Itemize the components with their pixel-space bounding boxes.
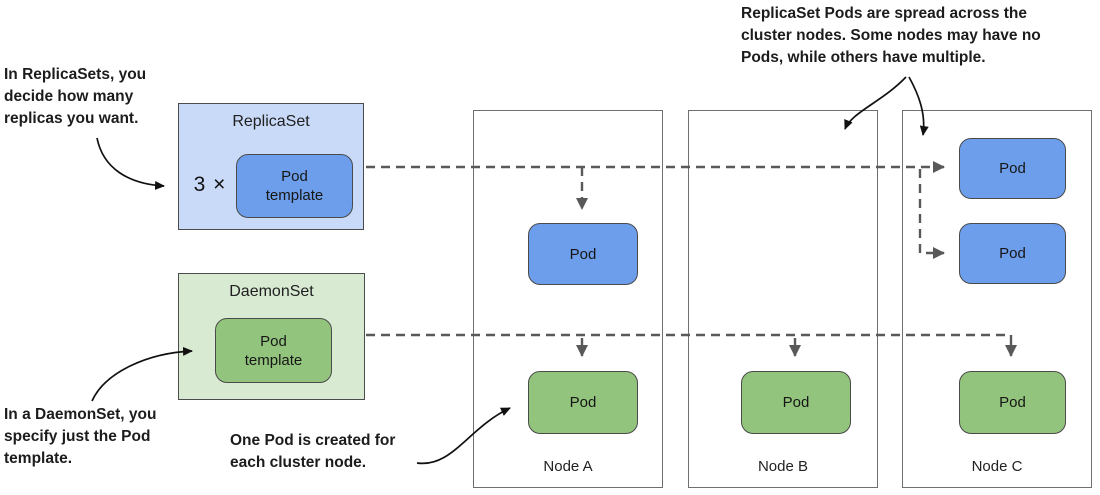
node-b: Pod Node B bbox=[688, 110, 878, 488]
daemon-pod-note: One Pod is created for each cluster node… bbox=[230, 432, 396, 471]
node-a-replica-pod: Pod bbox=[528, 223, 638, 285]
arrow-daemonset-note bbox=[91, 346, 193, 402]
node-a: Pod Pod Node A bbox=[473, 110, 663, 488]
node-c-replica-pod-1: Pod bbox=[959, 138, 1066, 199]
node-c-daemon-pod: Pod bbox=[959, 371, 1066, 434]
node-b-label: Node B bbox=[757, 458, 809, 475]
node-b-daemon-pod: Pod bbox=[741, 371, 851, 434]
node-a-label: Node A bbox=[543, 458, 593, 475]
daemonset-box: DaemonSet Pod template bbox=[178, 273, 365, 400]
arrow-replicaset-note bbox=[96, 137, 165, 190]
replicaset-pod-template: Pod template bbox=[236, 154, 353, 218]
node-c: Pod Pod Pod Node C bbox=[902, 110, 1092, 488]
replica-count: 3 × bbox=[193, 173, 227, 196]
node-a-daemon-pod: Pod bbox=[528, 371, 638, 434]
replicaset-note: In ReplicaSets, you decide how many repl… bbox=[4, 66, 147, 127]
daemonset-note: In a DaemonSet, you specify just the Pod… bbox=[4, 406, 157, 467]
node-c-replica-pod-2: Pod bbox=[959, 223, 1066, 284]
node-c-label: Node C bbox=[971, 458, 1023, 475]
spread-note: ReplicaSet Pods are spread across the cl… bbox=[741, 5, 1041, 66]
replicaset-title: ReplicaSet bbox=[232, 113, 310, 130]
daemonset-pod-template: Pod template bbox=[215, 318, 332, 383]
replicaset-box: ReplicaSet 3 × Pod template bbox=[178, 103, 364, 230]
daemonset-title: DaemonSet bbox=[229, 283, 314, 300]
